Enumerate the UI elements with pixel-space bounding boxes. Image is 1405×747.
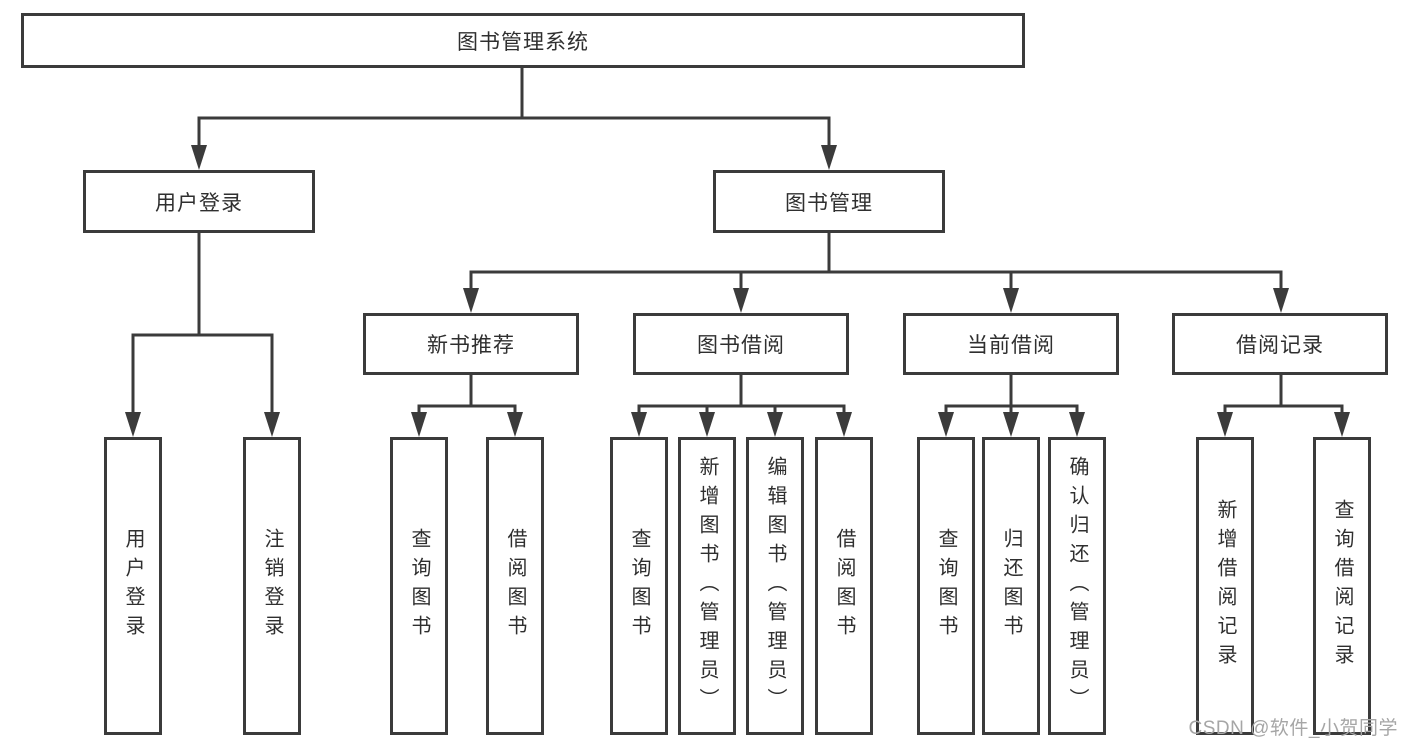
csdn-watermark: CSDN @软件_小贺同学 <box>1188 718 1398 739</box>
leaf-query-borrow-record: 查询借阅记录 <box>1313 437 1371 735</box>
node-book-management-label: 图书管理 <box>785 191 873 215</box>
leaf-edit-books-admin: 编辑图书（管理员） <box>746 437 804 735</box>
node-borrow-record-label: 借阅记录 <box>1236 334 1324 357</box>
leaf-borrow-books: 借阅图书 <box>815 437 873 735</box>
node-root: 图书管理系统 <box>21 13 1025 68</box>
leaf-label: 借阅图书 <box>833 528 855 644</box>
node-book-borrow-label: 图书借阅 <box>697 334 785 357</box>
leaf-query-books-recommend: 查询图书 <box>390 437 448 735</box>
leaf-label: 用户登录 <box>122 528 144 644</box>
leaf-label: 借阅图书 <box>504 528 526 644</box>
leaf-label: 编辑图书（管理员） <box>764 455 786 717</box>
node-user-login: 用户登录 <box>83 170 315 233</box>
leaf-add-borrow-record: 新增借阅记录 <box>1196 437 1254 735</box>
leaf-borrow-books-recommend: 借阅图书 <box>486 437 544 735</box>
leaf-label: 确认归还（管理员） <box>1066 455 1088 717</box>
node-new-book-recommend: 新书推荐 <box>363 313 579 375</box>
leaf-label: 查询图书 <box>408 528 430 644</box>
leaf-return-books: 归还图书 <box>982 437 1040 735</box>
node-current-borrow-label: 当前借阅 <box>967 334 1055 357</box>
leaf-label: 新增借阅记录 <box>1214 499 1236 673</box>
node-current-borrow: 当前借阅 <box>903 313 1119 375</box>
node-book-borrow: 图书借阅 <box>633 313 849 375</box>
leaf-label: 归还图书 <box>1000 528 1022 644</box>
connector-edges <box>131 66 1344 415</box>
leaf-query-books-current: 查询图书 <box>917 437 975 735</box>
node-book-management: 图书管理 <box>713 170 945 233</box>
arrowheads <box>125 145 1350 437</box>
leaf-query-books-borrow: 查询图书 <box>610 437 668 735</box>
leaf-add-books-admin: 新增图书（管理员） <box>678 437 736 735</box>
leaf-confirm-return-admin: 确认归还（管理员） <box>1048 437 1106 735</box>
node-user-login-label: 用户登录 <box>155 191 243 215</box>
leaf-label: 查询图书 <box>628 528 650 644</box>
leaf-label: 注销登录 <box>261 528 283 644</box>
leaf-user-login: 用户登录 <box>104 437 162 735</box>
leaf-label: 新增图书（管理员） <box>696 455 718 717</box>
node-root-label: 图书管理系统 <box>457 30 589 54</box>
node-new-book-recommend-label: 新书推荐 <box>427 334 515 357</box>
leaf-logout: 注销登录 <box>243 437 301 735</box>
leaf-label: 查询借阅记录 <box>1331 499 1353 673</box>
leaf-label: 查询图书 <box>935 528 957 644</box>
node-borrow-record: 借阅记录 <box>1172 313 1388 375</box>
